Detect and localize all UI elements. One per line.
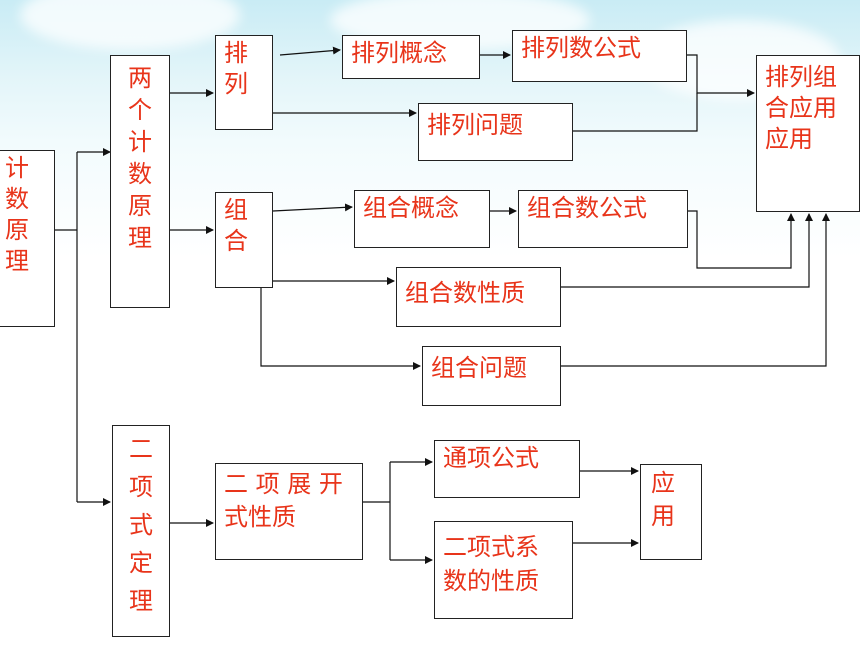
node-text: 组合数性质 xyxy=(405,279,525,307)
edge-comb-to-concept xyxy=(272,203,353,212)
node-combination: 组合 xyxy=(215,192,273,288)
node-text: 排列问题 xyxy=(427,111,523,139)
node-text: 二项式系数的性质 xyxy=(443,533,539,595)
node-text: 二 项 展 开式性质 xyxy=(224,470,343,531)
node-perm-comb-application: 排列组合应用应用 xyxy=(756,55,860,212)
node-text: 通项公式 xyxy=(443,444,539,472)
node-general-term-formula: 通项公式 xyxy=(434,440,580,498)
node-text: 组合问题 xyxy=(431,354,527,382)
node-text: 排列 xyxy=(224,39,248,98)
edge-perm-problem-to-application xyxy=(573,93,698,132)
node-permutation: 排列 xyxy=(215,35,273,130)
node-permutation-concept: 排列概念 xyxy=(342,35,480,79)
node-combination-properties: 组合数性质 xyxy=(396,267,561,327)
node-text: 排列组合应用应用 xyxy=(765,63,837,153)
edge-comb-to-problem xyxy=(260,288,421,370)
node-permutation-problem: 排列问题 xyxy=(418,103,573,161)
node-binomial-expansion-properties: 二 项 展 开式性质 xyxy=(215,463,363,560)
node-combination-formula: 组合数公式 xyxy=(518,190,688,248)
node-text: 应用 xyxy=(651,469,675,530)
node-permutation-formula: 排列数公式 xyxy=(512,30,687,82)
node-text: 排列概念 xyxy=(351,39,447,67)
node-application: 应用 xyxy=(640,464,702,560)
node-combination-concept: 组合概念 xyxy=(354,190,490,248)
node-text: 组合 xyxy=(224,196,248,255)
node-binomial-theorem: 二项式定理 xyxy=(112,425,170,637)
node-text: 排列数公式 xyxy=(521,34,641,62)
node-text: 组合数公式 xyxy=(527,194,647,222)
node-text: 两个计数原理 xyxy=(128,64,152,252)
node-counting-principles: 计数原理 xyxy=(0,150,55,327)
edge-comb-formula-to-application xyxy=(677,210,795,269)
edge-perm-to-concept xyxy=(279,46,341,56)
edge-comb-problem-to-application xyxy=(561,213,830,367)
node-text: 二项式定理 xyxy=(129,435,153,615)
node-two-counting-principles: 两个计数原理 xyxy=(110,55,170,308)
node-text: 组合概念 xyxy=(363,194,459,222)
node-combination-problem: 组合问题 xyxy=(422,346,561,406)
node-text: 计数原理 xyxy=(5,154,29,275)
edge-comb-properties-to-application xyxy=(561,213,813,288)
node-binomial-coefficient-properties: 二项式系数的性质 xyxy=(434,521,573,619)
